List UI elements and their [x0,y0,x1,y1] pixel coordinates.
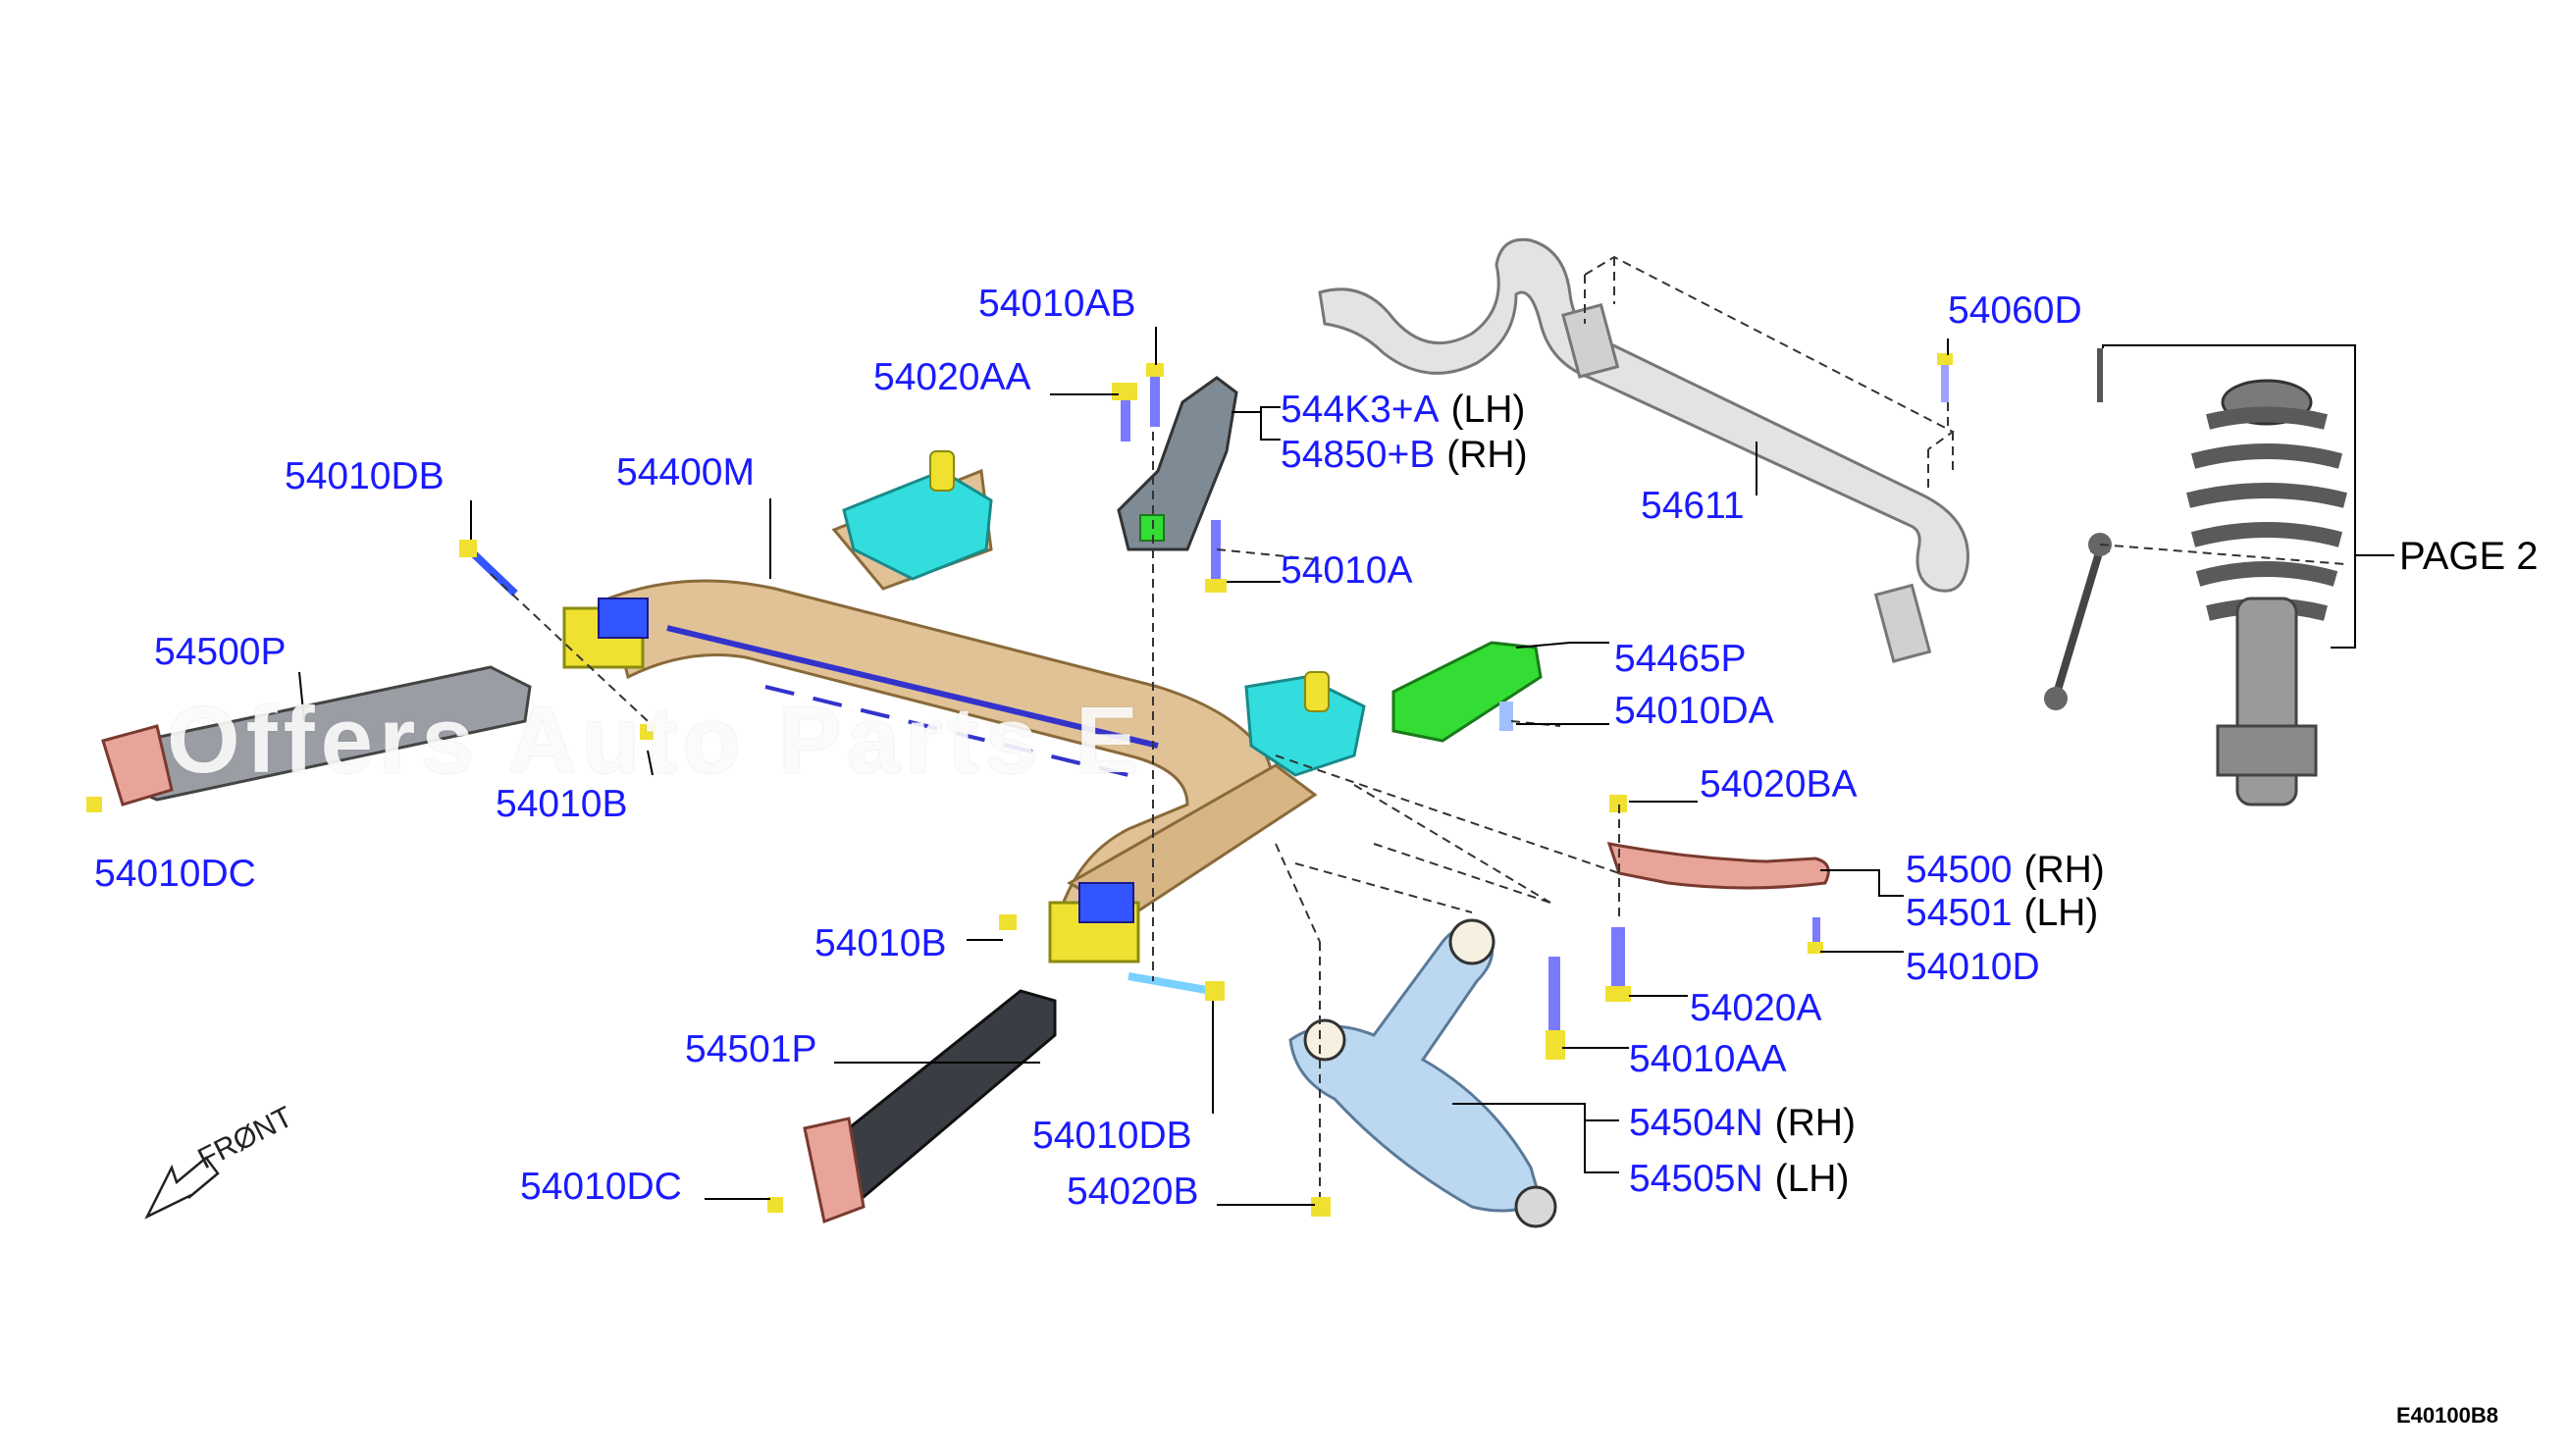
part-label-54010aa: 54010AA [1629,1038,1787,1080]
part-label-54465p: 54465P [1614,638,1747,680]
part-label-54504n: 54504N(RH) [1629,1102,1856,1144]
part-label-54010dc-top: 54010DC [94,853,256,895]
stabilizer-bar [1318,237,1969,663]
side-label: (LH) [1774,1158,1850,1200]
part-label-54501: 54501(LH) [1906,892,2099,934]
part-label-54010ab: 54010AB [978,283,1136,325]
front-arrow [144,1156,220,1220]
part-label-54010b-top: 54010B [496,783,628,825]
side-label: (LH) [1450,389,1526,431]
part-label-54500p: 54500P [154,631,287,673]
rear-link-left [101,665,532,806]
watermark: Offers Auto Parts E [167,688,1144,793]
part-label-54400m: 54400M [616,451,755,494]
part-label-54505n: 54505N(LH) [1629,1158,1850,1200]
part-label-544k3a: 544K3+A(LH) [1281,389,1526,431]
part-label-54020b: 54020B [1067,1170,1199,1213]
side-label: (RH) [1446,434,1528,476]
part-label-54020aa: 54020AA [873,356,1031,398]
part-label-54010da: 54010DA [1614,690,1774,732]
side-label: (LH) [2023,892,2099,934]
part-label-54010d: 54010D [1906,946,2040,988]
part-label-54010a: 54010A [1281,549,1413,592]
upper-arm [1606,842,1830,890]
strut-assembly [2044,344,2394,806]
part-label-54611: 54611 [1641,485,1745,527]
part-label-54010dc-bot: 54010DC [520,1166,682,1208]
crossmember [562,450,1366,963]
page-reference: PAGE 2 [2399,535,2539,578]
rear-link-bottom [803,989,1057,1224]
leader-lines [298,327,1949,1206]
part-label-54060d: 54060D [1948,289,2082,332]
side-label: (RH) [2023,849,2105,891]
part-label-54020a: 54020A [1690,987,1822,1029]
lower-control-arm [1288,918,1557,1228]
bolts [86,353,1953,1217]
green-bracket [1391,641,1543,743]
part-label-54010b-bot: 54010B [814,922,947,964]
side-label: (RH) [1774,1102,1856,1144]
part-label-54020ba: 54020BA [1700,763,1858,806]
part-label-54010db-top: 54010DB [285,455,445,497]
part-label-54500: 54500(RH) [1906,849,2105,891]
assembly-lines [490,402,1949,1197]
part-label-54010db-bot: 54010DB [1032,1115,1192,1157]
figure-code: E40100B8 [2396,1403,2498,1428]
part-label-54501p: 54501P [685,1028,817,1070]
part-label-54850b: 54850+B(RH) [1281,434,1528,476]
